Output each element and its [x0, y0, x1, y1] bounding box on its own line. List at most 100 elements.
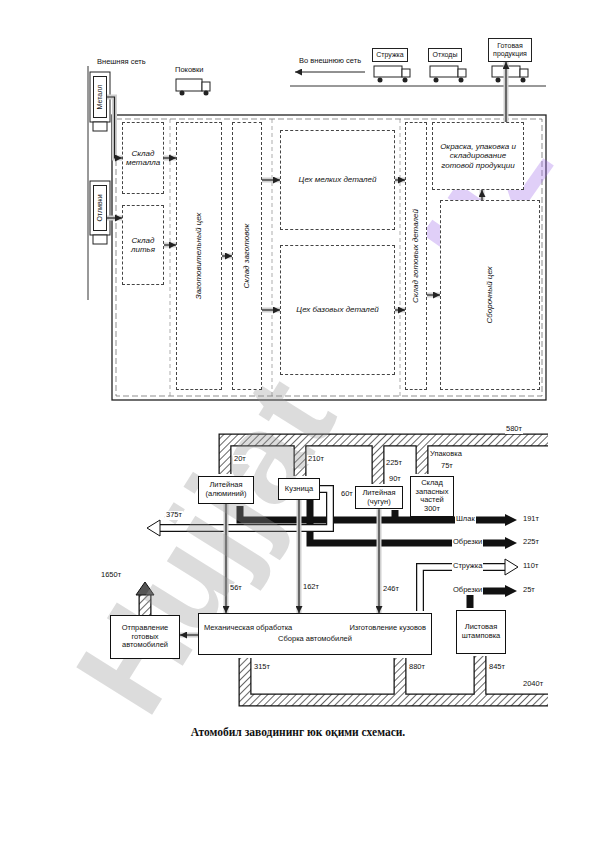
pipe-band: [504, 62, 509, 122]
column-line: [272, 119, 273, 396]
node-text: Сборочный цех: [485, 203, 494, 387]
chip-band: [420, 567, 505, 611]
band-outline: [416, 440, 429, 474]
flow-connector: [506, 62, 507, 122]
pipe-line: [107, 217, 122, 218]
flow-label: 210т: [307, 455, 325, 464]
waste-band: [310, 500, 505, 543]
truck-wheel: [496, 78, 501, 83]
pipe-line: [395, 309, 405, 310]
flow-connector: [222, 256, 232, 257]
flow-connector: [262, 310, 280, 311]
node-text: Металл: [96, 79, 104, 115]
band-head: [505, 559, 518, 575]
flow-connector: [107, 218, 122, 219]
band-outline: [394, 658, 407, 700]
edge-label: 56т: [229, 584, 243, 593]
truck-body: [374, 66, 402, 77]
pipe-band: [164, 243, 176, 248]
truck-wheel: [434, 78, 439, 83]
pipe-band: [164, 156, 176, 161]
node-text: Склад металла: [126, 149, 160, 167]
truck-wheel: [378, 78, 383, 83]
shop-box: Цех базовых деталей: [280, 245, 395, 375]
pipe-line: [378, 509, 379, 613]
node-text: Цех мелких деталей: [284, 175, 391, 184]
node-text: Склад запасных частей 300т: [414, 479, 450, 514]
node-text: Литейная (алюминий): [202, 481, 250, 498]
truck-body: [90, 181, 110, 235]
flow-label: 225т: [385, 459, 403, 468]
flow-label: Упаковка: [429, 450, 463, 459]
flow-label: 315т: [253, 663, 271, 672]
node-text: Заготовительный цех: [194, 125, 203, 387]
flow-label: 1650т: [100, 571, 122, 580]
flow-label: 2040т: [522, 680, 544, 689]
hatched-band: [475, 656, 486, 700]
process-box: Литейная (чугун): [355, 486, 403, 509]
truck-cab: [202, 82, 210, 91]
truck-wheel: [204, 91, 209, 96]
flow-label: 375т: [165, 511, 183, 520]
node-text: Сборка автомобилей: [202, 634, 428, 645]
node-text: Окраска, упаковка и складирование готово…: [436, 142, 520, 170]
shop-box: Окраска, упаковка и складирование готово…: [432, 122, 524, 190]
shop-box: Цех мелких деталей: [280, 130, 395, 230]
truck-body: [176, 79, 202, 91]
flow-connector: [164, 158, 176, 159]
node-text: Листовая штамповка: [460, 623, 502, 640]
node-text: Отливки: [96, 188, 104, 228]
node-text: Литейная (чугун): [359, 489, 399, 506]
building-grid: [116, 119, 542, 396]
node-text: Отходы: [432, 51, 458, 59]
flow-connector: [107, 97, 122, 158]
pipe-line: [107, 97, 122, 158]
truck-cab: [93, 235, 107, 244]
hatched-band: [245, 658, 548, 700]
truck-wheel: [403, 78, 408, 83]
node-text: Кузница: [282, 485, 316, 494]
flow-label: Обрезки: [452, 586, 483, 595]
truck-cab: [458, 69, 466, 77]
pipe-line: [262, 179, 280, 180]
node-text: Склад литья: [126, 236, 160, 254]
flow-label: 880т: [408, 663, 426, 672]
node-text: Склад готовых деталей: [411, 125, 420, 387]
process-box: Механическая обработкаИзготовление кузов…: [198, 613, 432, 655]
flow-connector: [164, 245, 176, 246]
process-box: Литейная (алюминий): [198, 476, 254, 504]
truck-body: [430, 66, 458, 77]
flow-label: Шлак: [455, 515, 476, 524]
shop-box: Склад готовых деталей: [405, 122, 427, 390]
node-text: Склад заготовок: [242, 125, 251, 387]
flow-label: 20т: [233, 455, 247, 464]
node-text: Отправление готовых автомобилей: [114, 624, 176, 650]
hatched-band: [417, 440, 428, 474]
flow-label: Поковки: [174, 66, 205, 75]
pipe-band: [222, 254, 232, 259]
band-outline: [372, 440, 385, 484]
rail-track: [88, 66, 89, 300]
hatched-band: [395, 658, 406, 700]
truck-wheel: [521, 78, 526, 83]
shop-box: Склад заготовок: [232, 122, 262, 390]
flow-label: Внешняя сеть: [96, 58, 147, 67]
flow-connector: [262, 180, 280, 181]
cargo-box: Стружка: [372, 48, 408, 62]
hatched-band: [373, 440, 384, 484]
pipe-line: [164, 157, 176, 158]
band-outline: [474, 656, 487, 700]
flow-label: 25т: [522, 586, 536, 595]
flow-connector: [379, 509, 380, 613]
process-box: Кузница: [278, 478, 320, 500]
edge-label: 246т: [382, 585, 400, 594]
cargo-box: Отходы: [428, 48, 462, 62]
flow-label: 580т: [505, 425, 523, 434]
column-line: [170, 119, 171, 396]
band-outline: [245, 658, 548, 700]
pipe-band: [107, 216, 122, 221]
cargo-box: Металл: [93, 76, 107, 118]
cargo-box: Готовая продукция: [488, 38, 532, 62]
flow-label: 191т: [522, 515, 540, 524]
